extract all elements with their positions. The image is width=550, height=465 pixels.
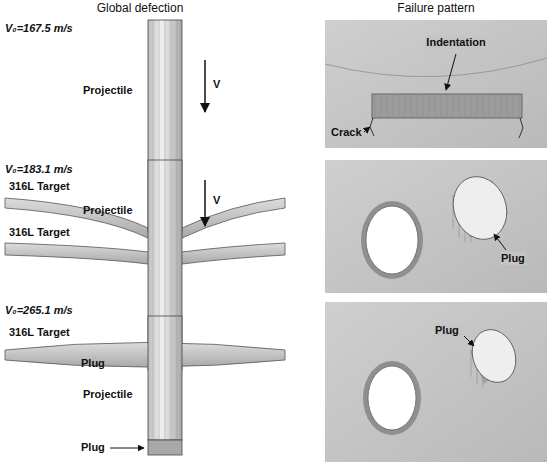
case3-global bbox=[5, 316, 285, 455]
part-label: 316L Target bbox=[8, 326, 71, 339]
part-label: 316L Target bbox=[8, 226, 71, 239]
part-label: Projectile bbox=[82, 388, 134, 401]
column-heading: Failure pattern bbox=[396, 2, 475, 16]
part-label: Plug bbox=[500, 252, 526, 265]
part-label: Plug bbox=[80, 357, 106, 370]
part-label: V bbox=[212, 78, 221, 91]
failure-pattern-1 bbox=[325, 20, 547, 148]
part-label: Indentation bbox=[425, 36, 486, 49]
failure-pattern-3 bbox=[325, 302, 547, 462]
velocity-label: V₀=167.5 m/s bbox=[4, 22, 74, 35]
velocity-label: V₀=183.1 m/s bbox=[4, 163, 74, 176]
case2-global bbox=[5, 160, 285, 370]
failure-pattern-2 bbox=[325, 160, 547, 293]
part-label: Projectile bbox=[82, 204, 134, 217]
velocity-label: V₀=265.1 m/s bbox=[4, 304, 74, 317]
part-label: 316L Target bbox=[8, 180, 71, 193]
part-label: V bbox=[212, 194, 221, 207]
part-label: Crack bbox=[330, 126, 363, 139]
column-heading: Global defection bbox=[96, 2, 185, 16]
part-label: Projectile bbox=[82, 84, 134, 97]
part-label: Plug bbox=[434, 324, 460, 337]
part-label: Plug bbox=[80, 441, 106, 454]
case1-global bbox=[5, 20, 285, 238]
